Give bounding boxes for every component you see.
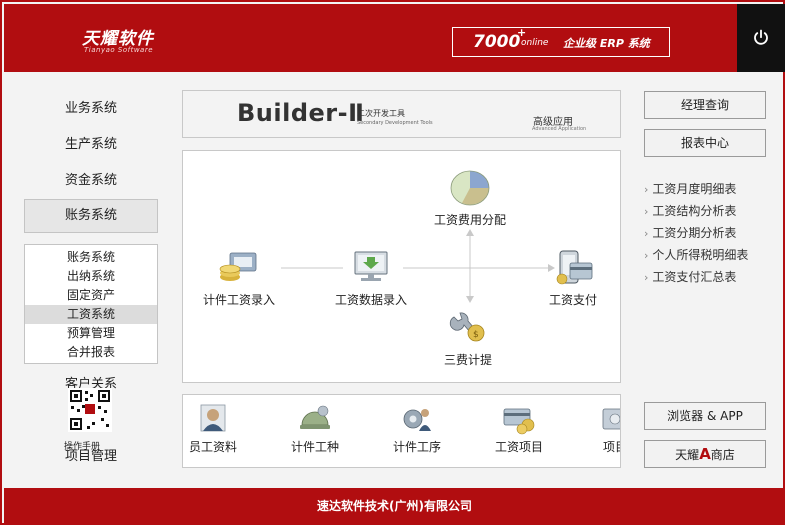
module-employee-info-label: 员工资料 — [189, 440, 238, 454]
wrench-coin-icon: $ — [449, 312, 485, 342]
module-employee-info[interactable]: 员工资料 — [189, 403, 237, 455]
builder-banner[interactable]: Builder-Ⅱ 二次开发工具 Secondary Development T… — [182, 90, 621, 138]
box-icon — [602, 408, 620, 430]
coin-machine-icon — [219, 252, 257, 281]
qr-code-icon — [68, 388, 112, 432]
module-piece-process[interactable]: 计件工序 — [393, 403, 441, 455]
report-center-button[interactable]: 报表中心 — [644, 129, 766, 157]
manager-query-button[interactable]: 经理查询 — [644, 91, 766, 119]
module-payroll-items[interactable]: 工资项目 — [495, 403, 543, 455]
pie-chart-icon — [450, 170, 490, 206]
subnav-accounting[interactable]: 账务系统 — [66, 250, 115, 264]
erp-online: online — [521, 38, 549, 48]
module-payroll-items-label: 工资项目 — [495, 440, 544, 454]
browser-app-button[interactable]: 浏览器 & APP — [644, 402, 766, 430]
flow-data-entry[interactable]: 工资数据录入 — [326, 249, 416, 308]
advanced-application: 高级应用 — [533, 117, 573, 128]
app-store-prefix: 天耀 — [675, 448, 700, 462]
manual-label[interactable]: 操作手册 — [64, 442, 101, 452]
monitor-download-icon — [354, 251, 388, 281]
flow-piece-entry-label: 计件工资录入 — [202, 293, 275, 307]
nav-business-system[interactable]: 业务系统 — [64, 101, 117, 116]
report-link-monthly[interactable]: ›工资月度明细表 — [644, 182, 737, 196]
report-link-structure[interactable]: ›工资结构分析表 — [644, 204, 737, 218]
power-button[interactable] — [737, 4, 785, 72]
logo-text: 天耀软件 — [82, 29, 154, 49]
erp-badge: 7000 + online 企业级 ERP 系统 — [452, 26, 670, 57]
person-icon — [200, 404, 226, 432]
chevron-right-icon: › — [644, 183, 649, 196]
advanced-application-en: Advanced Application — [532, 126, 587, 132]
subnav-cashier[interactable]: 出纳系统 — [66, 269, 115, 283]
builder-subtitle-en: Secondary Development Tools — [357, 120, 433, 126]
gear-person-icon — [403, 409, 431, 431]
module-piece-process-label: 计件工序 — [393, 440, 442, 454]
flow-payment-label: 工资支付 — [548, 293, 597, 307]
card-coins-icon — [503, 408, 535, 435]
chevron-right-icon: › — [644, 205, 649, 218]
chevron-right-icon: › — [644, 227, 649, 240]
app-store-letter: A — [699, 445, 711, 463]
module-projects[interactable]: 项目 — [597, 403, 620, 455]
flow-fee-allocation-label: 工资费用分配 — [433, 213, 506, 227]
builder-subtitle: 二次开发工具 — [357, 109, 405, 118]
flow-three-fees-label: 三费计提 — [443, 353, 492, 367]
chevron-right-icon: › — [644, 271, 649, 284]
subnav-fixed-assets[interactable]: 固定资产 — [66, 288, 115, 302]
report-link-income-tax[interactable]: ›个人所得税明细表 — [644, 248, 749, 262]
subnav-budget[interactable]: 预算管理 — [66, 326, 115, 340]
erp-title: 企业级 ERP 系统 — [563, 37, 650, 50]
subnav-consolidated-report[interactable]: 合并报表 — [66, 345, 115, 359]
erp-number: 7000 — [473, 32, 521, 52]
module-projects-label: 项目 — [602, 440, 620, 454]
module-piece-work-type-label: 计件工种 — [291, 440, 340, 454]
qr-code[interactable] — [68, 388, 112, 432]
nav-production-system[interactable]: 生产系统 — [64, 137, 117, 152]
chevron-right-icon: › — [644, 249, 649, 262]
flow-payment[interactable]: 工资支付 — [533, 249, 613, 308]
power-icon — [754, 29, 768, 45]
subnav-payroll[interactable]: 工资系统 — [25, 305, 157, 324]
flow-piece-entry[interactable]: 计件工资录入 — [199, 249, 279, 308]
report-link-period[interactable]: ›工资分期分析表 — [644, 226, 737, 240]
nav-accounting-system[interactable]: 账务系统 — [24, 199, 158, 233]
subnav-panel: 账务系统 出纳系统 固定资产 工资系统 预算管理 合并报表 — [24, 244, 158, 364]
flow-data-entry-label: 工资数据录入 — [334, 293, 407, 307]
header-bar: 天耀软件 Tianyao Software 7000 + online 企业级 … — [4, 4, 737, 72]
svg-text:$: $ — [473, 330, 479, 340]
flow-three-fees[interactable]: $ 三费计提 — [433, 311, 503, 368]
module-piece-work-type[interactable]: 计件工种 — [291, 403, 339, 455]
app-store-suffix: 商店 — [710, 448, 735, 462]
module-icon-bar: 员工资料 计件工种 计件工序 — [182, 394, 621, 468]
erp-plus: + — [517, 26, 527, 39]
phone-card-icon — [556, 250, 593, 285]
flow-fee-allocation[interactable]: 工资费用分配 — [425, 167, 515, 228]
report-list: ›工资月度明细表 ›工资结构分析表 ›工资分期分析表 ›个人所得税明细表 ›工资… — [644, 178, 748, 288]
payroll-flow-panel: 工资费用分配 计件工资录入 工资数据录入 — [182, 150, 621, 383]
nav-finance-system[interactable]: 资金系统 — [64, 173, 117, 188]
app-store-button[interactable]: 天耀A商店 — [644, 440, 766, 468]
nav-project-management[interactable]: 项目管理 — [64, 449, 117, 464]
report-link-payment-summary[interactable]: ›工资支付汇总表 — [644, 270, 737, 284]
footer-company: 速达软件技术(广州)有限公司 — [4, 488, 785, 525]
flow-connectors — [281, 229, 555, 303]
logo-subtext: Tianyao Software — [84, 46, 154, 54]
helmet-icon — [300, 405, 330, 429]
builder-title: Builder-Ⅱ — [237, 99, 365, 127]
